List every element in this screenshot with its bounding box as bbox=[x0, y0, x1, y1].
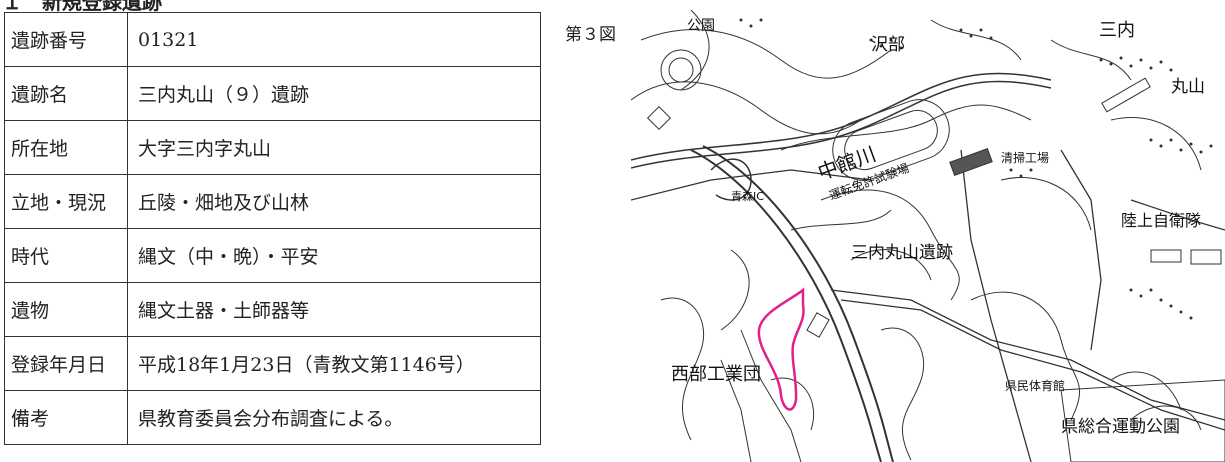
map-label-seiso: 清掃工場 bbox=[1001, 150, 1049, 165]
row-label: 遺跡名 bbox=[4, 66, 128, 121]
map-label-sannai: 三内 bbox=[1099, 20, 1135, 41]
row-value: 平成18年1月23日（青教文第1146号） bbox=[127, 336, 541, 391]
map-label-koen: 公園 bbox=[687, 18, 715, 34]
row-label: 立地・現況 bbox=[4, 174, 128, 229]
map-label-maruyama: 丸山 bbox=[1171, 77, 1205, 97]
row-label: 時代 bbox=[4, 228, 128, 283]
map-label-rikujo: 陸上自衛隊 bbox=[1121, 211, 1201, 230]
table-row: 遺跡番号 01321 bbox=[4, 12, 541, 67]
row-value: 縄文（中・晩）・平安 bbox=[127, 228, 541, 283]
site-location-map: 沢部 三内 丸山 中館川 運転免許試験場 清掃工場 陸上自衛隊 三内丸山遺跡 青… bbox=[631, 0, 1225, 462]
row-value: 三内丸山（９）遺跡 bbox=[127, 66, 541, 121]
row-label: 備考 bbox=[4, 390, 128, 445]
map-label-kenmin: 県民体育館 bbox=[1005, 378, 1065, 393]
row-label: 遺跡番号 bbox=[4, 12, 128, 67]
table-row: 登録年月日 平成18年1月23日（青教文第1146号） bbox=[4, 336, 541, 391]
row-label: 所在地 bbox=[4, 120, 128, 175]
site-registration-table: 遺跡番号 01321 遺跡名 三内丸山（９）遺跡 所在地 大字三内字丸山 立地・… bbox=[4, 12, 541, 445]
figure-label: 第３図 bbox=[565, 25, 616, 45]
map-label-seibu: 西部工業団 bbox=[671, 364, 761, 385]
row-value: 丘陵・畑地及び山林 bbox=[127, 174, 541, 229]
map-label-iseki: 三内丸山遺跡 bbox=[851, 243, 953, 263]
table-row: 所在地 大字三内字丸山 bbox=[4, 120, 541, 175]
section-heading: １ 新規登録遺跡 bbox=[2, 0, 162, 14]
table-row: 遺物 縄文土器・土師器等 bbox=[4, 282, 541, 337]
row-label: 遺物 bbox=[4, 282, 128, 337]
map-label-aomori-ic: 青森IC bbox=[731, 189, 764, 203]
table-row: 備考 県教育委員会分布調査による。 bbox=[4, 390, 541, 445]
row-value: 県教育委員会分布調査による。 bbox=[127, 390, 541, 445]
row-value: 大字三内字丸山 bbox=[127, 120, 541, 175]
map-linework bbox=[631, 9, 1225, 462]
map-label-kensogo: 県総合運動公園 bbox=[1061, 417, 1180, 437]
table-row: 立地・現況 丘陵・畑地及び山林 bbox=[4, 174, 541, 229]
map-label-sawabe: 沢部 bbox=[871, 35, 905, 55]
map-residential-dots bbox=[739, 18, 1213, 320]
row-value: 01321 bbox=[127, 12, 541, 67]
row-value: 縄文土器・土師器等 bbox=[127, 282, 541, 337]
site-outline bbox=[757, 287, 805, 411]
table-row: 時代 縄文（中・晩）・平安 bbox=[4, 228, 541, 283]
row-label: 登録年月日 bbox=[4, 336, 128, 391]
table-row: 遺跡名 三内丸山（９）遺跡 bbox=[4, 66, 541, 121]
